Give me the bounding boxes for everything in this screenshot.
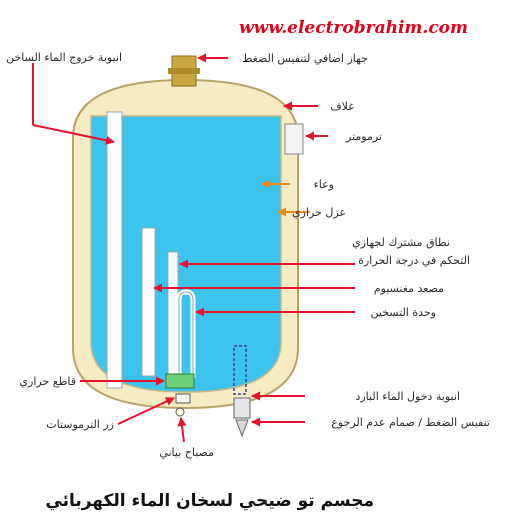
label-thermostat-range-line2: التحكم في درجة الحرارة (358, 254, 470, 267)
arrow-hot-outlet-tip (32, 124, 115, 145)
label-heating-unit: وحدة التسخين (371, 306, 436, 319)
label-insulation: عزل حراري (292, 206, 346, 219)
arrow-thermostat-button (117, 397, 175, 425)
thermostat-block (165, 373, 195, 389)
water-tank (90, 115, 282, 393)
check-valve-body (233, 397, 251, 419)
label-magnesium-rod: مصعد مغنسيوم (374, 282, 444, 295)
label-thermal-cutout: قاطع حراري (19, 375, 76, 388)
label-casing: غلاف (330, 100, 354, 113)
arrow-pilot-lamp (177, 417, 187, 443)
label-thermostat-button: زر الترموستات (46, 418, 114, 431)
check-valve-cone (235, 419, 249, 438)
cold-inlet-pipe (233, 345, 247, 395)
label-hot-outlet-pipe: انبوبة خروج الماء الساخن (6, 51, 122, 64)
label-thermometer: ترمومتر (345, 130, 382, 143)
thermometer-box (284, 123, 304, 155)
label-thermostat-range-line1: نطاق مشترك لجهازي (352, 236, 450, 249)
heating-element-outline (178, 291, 194, 378)
label-vessel: وعاء (314, 178, 334, 191)
magnesium-anode (141, 227, 156, 377)
thermostat-button-knob (175, 393, 191, 404)
pilot-lamp-icon (175, 407, 185, 417)
label-relief-check-valve: تنفيس الضغط / صمام عدم الرجوع (331, 416, 490, 429)
website-url: www.electrobrahim.com (239, 18, 468, 38)
label-pressure-relief-device: جهاز اضافي لتنفيس الضغط (242, 52, 368, 65)
label-pilot-lamp: مصباح بياني (159, 446, 214, 459)
hot-outlet-pipe (106, 111, 123, 389)
diagram-caption: مجسم تو ضيحي لسخان الماء الكهربائي (45, 491, 374, 511)
top-relief-device-ring (168, 68, 200, 74)
label-cold-inlet-pipe: انبوبة دخول الماء البارد (355, 390, 460, 403)
